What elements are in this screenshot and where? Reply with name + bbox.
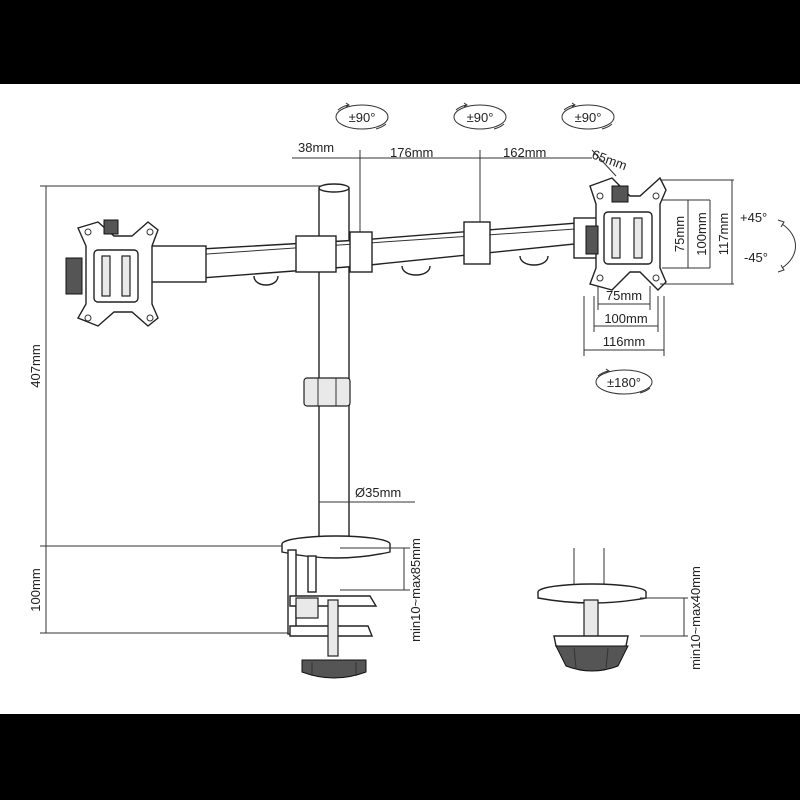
dim-vesa-w-100: 100mm: [604, 311, 647, 326]
dim-desk-clamp-range: min10~max85mm: [408, 538, 423, 642]
dim-arm-38: 38mm: [298, 140, 334, 155]
desk-clamp: [281, 535, 391, 679]
left-vesa-plate: [65, 219, 159, 327]
tilt-down-label: -45°: [744, 250, 768, 265]
rotation-label: ±180°: [607, 375, 641, 390]
rotation-label: ±90°: [575, 110, 602, 125]
dim-arm-162: 162mm: [503, 145, 546, 160]
desk-clamp-dimension: min10~max85mm: [340, 538, 423, 642]
rotation-badge-arm-right: ±90°: [561, 102, 615, 130]
right-vesa-plate: [585, 176, 667, 291]
pole-diameter-dimension: Ø35mm: [319, 485, 415, 503]
vesa-width-dimensions: 75mm 100mm 116mm: [583, 286, 665, 356]
clamp-height-dimension: 100mm: [28, 545, 300, 634]
grommet-clamp-dimension: min10~max40mm: [640, 566, 703, 670]
rotation-badge-arm-mid: ±90°: [453, 102, 507, 130]
dim-vesa-h-117: 117mm: [716, 213, 731, 255]
rotation-badge-arm-left: ±90°: [335, 102, 389, 130]
dim-grommet-clamp-range: min10~max40mm: [688, 566, 703, 670]
rotation-label: ±90°: [467, 110, 494, 125]
dim-vesa-h-75: 75mm: [672, 216, 687, 252]
tilt-up-label: +45°: [740, 210, 767, 225]
dim-arm-176: 176mm: [390, 145, 433, 160]
dim-vesa-w-116: 116mm: [603, 334, 645, 349]
dim-pole-height: 407mm: [28, 344, 43, 387]
monitor-arm-drawing: ±90° ±90° ±90° 38mm 176mm 162mm 65mm 407…: [28, 102, 796, 679]
pole-height-dimension: 407mm: [28, 185, 330, 546]
arm-assembly: [147, 217, 599, 286]
rotation-label: ±90°: [349, 110, 376, 125]
tilt-indicator: +45° -45°: [740, 210, 796, 273]
grommet-mount: [537, 548, 647, 672]
diagram-sheet: ±90° ±90° ±90° 38mm 176mm 162mm 65mm 407…: [0, 84, 800, 714]
dim-vesa-h-100: 100mm: [694, 212, 709, 255]
vesa-height-dimensions: 75mm 100mm 117mm: [660, 179, 734, 285]
dim-vesa-w-75: 75mm: [606, 288, 642, 303]
dim-pole-diameter: Ø35mm: [355, 485, 401, 500]
rotation-badge-180: ±180°: [595, 368, 653, 395]
dim-clamp-height: 100mm: [28, 568, 43, 611]
